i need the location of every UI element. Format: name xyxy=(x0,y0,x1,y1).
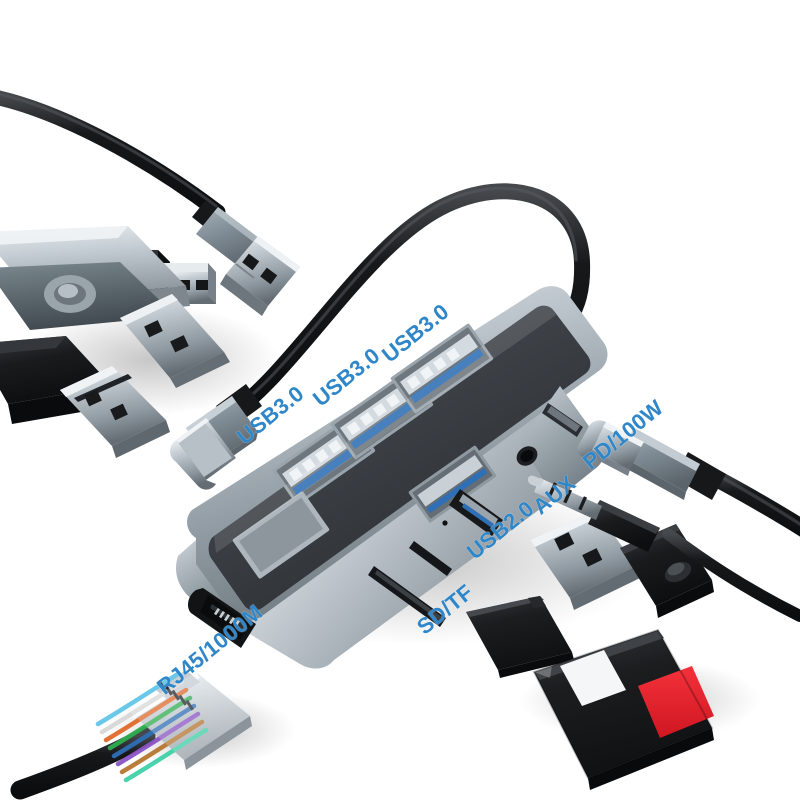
rj45-plug-accessory xyxy=(10,670,252,800)
usb3-internal-port-cages xyxy=(232,323,497,579)
hdmi-cable-accessory xyxy=(0,336,170,458)
slot-tf-card xyxy=(409,541,452,576)
audio-jack-plug-accessory xyxy=(527,475,800,622)
usbc-pd-cable-accessory xyxy=(577,420,800,537)
microsd-card-accessory xyxy=(466,596,574,678)
port-aux-jack xyxy=(516,446,538,466)
port-usb-c-pd xyxy=(542,403,583,437)
swivel-flash-drive-accessory xyxy=(0,226,230,388)
sd-card-accessory xyxy=(532,628,714,790)
port-rj45 xyxy=(188,588,256,648)
usb-cable-accessory-top-left xyxy=(0,90,300,316)
hub-front-face-right xyxy=(368,489,503,627)
hub-left-end-face xyxy=(188,588,256,648)
port-usb-2 xyxy=(449,489,503,536)
host-usbc-cable xyxy=(170,183,591,490)
hub-right-end-face xyxy=(516,386,604,500)
slot-sd-card xyxy=(368,566,446,627)
